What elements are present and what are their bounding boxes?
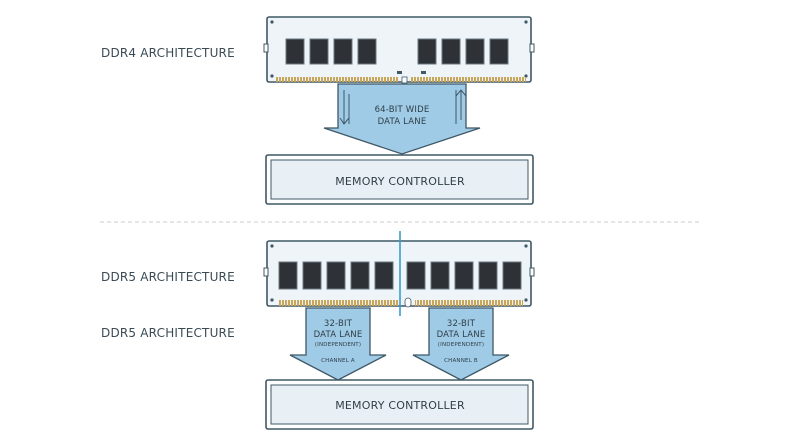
ddr4-chips — [285, 38, 509, 65]
ddr4-direction-lines — [339, 89, 467, 125]
ddr5-pins-right — [415, 300, 523, 306]
ddr4-controller-label: MEMORY CONTROLLER — [335, 175, 465, 188]
channel-b-line1: 32-BIT — [447, 319, 476, 329]
ddr4-pins-left — [275, 77, 399, 82]
ddr4-pins-right — [411, 77, 526, 82]
channel-b-line2: DATA LANE — [437, 330, 486, 340]
channel-b-arrow — [412, 307, 510, 381]
ddr5-pins-left — [278, 300, 398, 306]
ddr5-memory-controller — [265, 379, 534, 430]
channel-a-name: CHANNEL A — [321, 358, 355, 364]
ddr4-lane-label-1: 64-BIT WIDE — [375, 105, 430, 115]
ddr4-data-lane-arrow — [323, 83, 481, 155]
channel-a-line1: 32-BIT — [324, 319, 353, 329]
ddr4-lane-label-2: DATA LANE — [378, 117, 427, 127]
ddr5-memory-module — [263, 240, 535, 308]
channel-b-line3: (INDEPENDENT) — [438, 342, 484, 348]
ddr5-chips — [278, 261, 522, 290]
ddr4-memory-controller — [265, 154, 534, 205]
ddr4-memory-module — [263, 16, 535, 84]
channel-a-line2: DATA LANE — [314, 330, 363, 340]
ddr5-title-repeat: DDR5 ARCHITECTURE — [101, 326, 235, 340]
channel-a-line3: (INDEPENDENT) — [315, 342, 361, 348]
channel-a-arrow — [289, 307, 387, 381]
channel-b-name: CHANNEL B — [444, 358, 478, 364]
ddr5-title: DDR5 ARCHITECTURE — [101, 270, 235, 284]
ddr4-title: DDR4 ARCHITECTURE — [101, 46, 235, 60]
ddr5-controller-label: MEMORY CONTROLLER — [335, 399, 465, 412]
